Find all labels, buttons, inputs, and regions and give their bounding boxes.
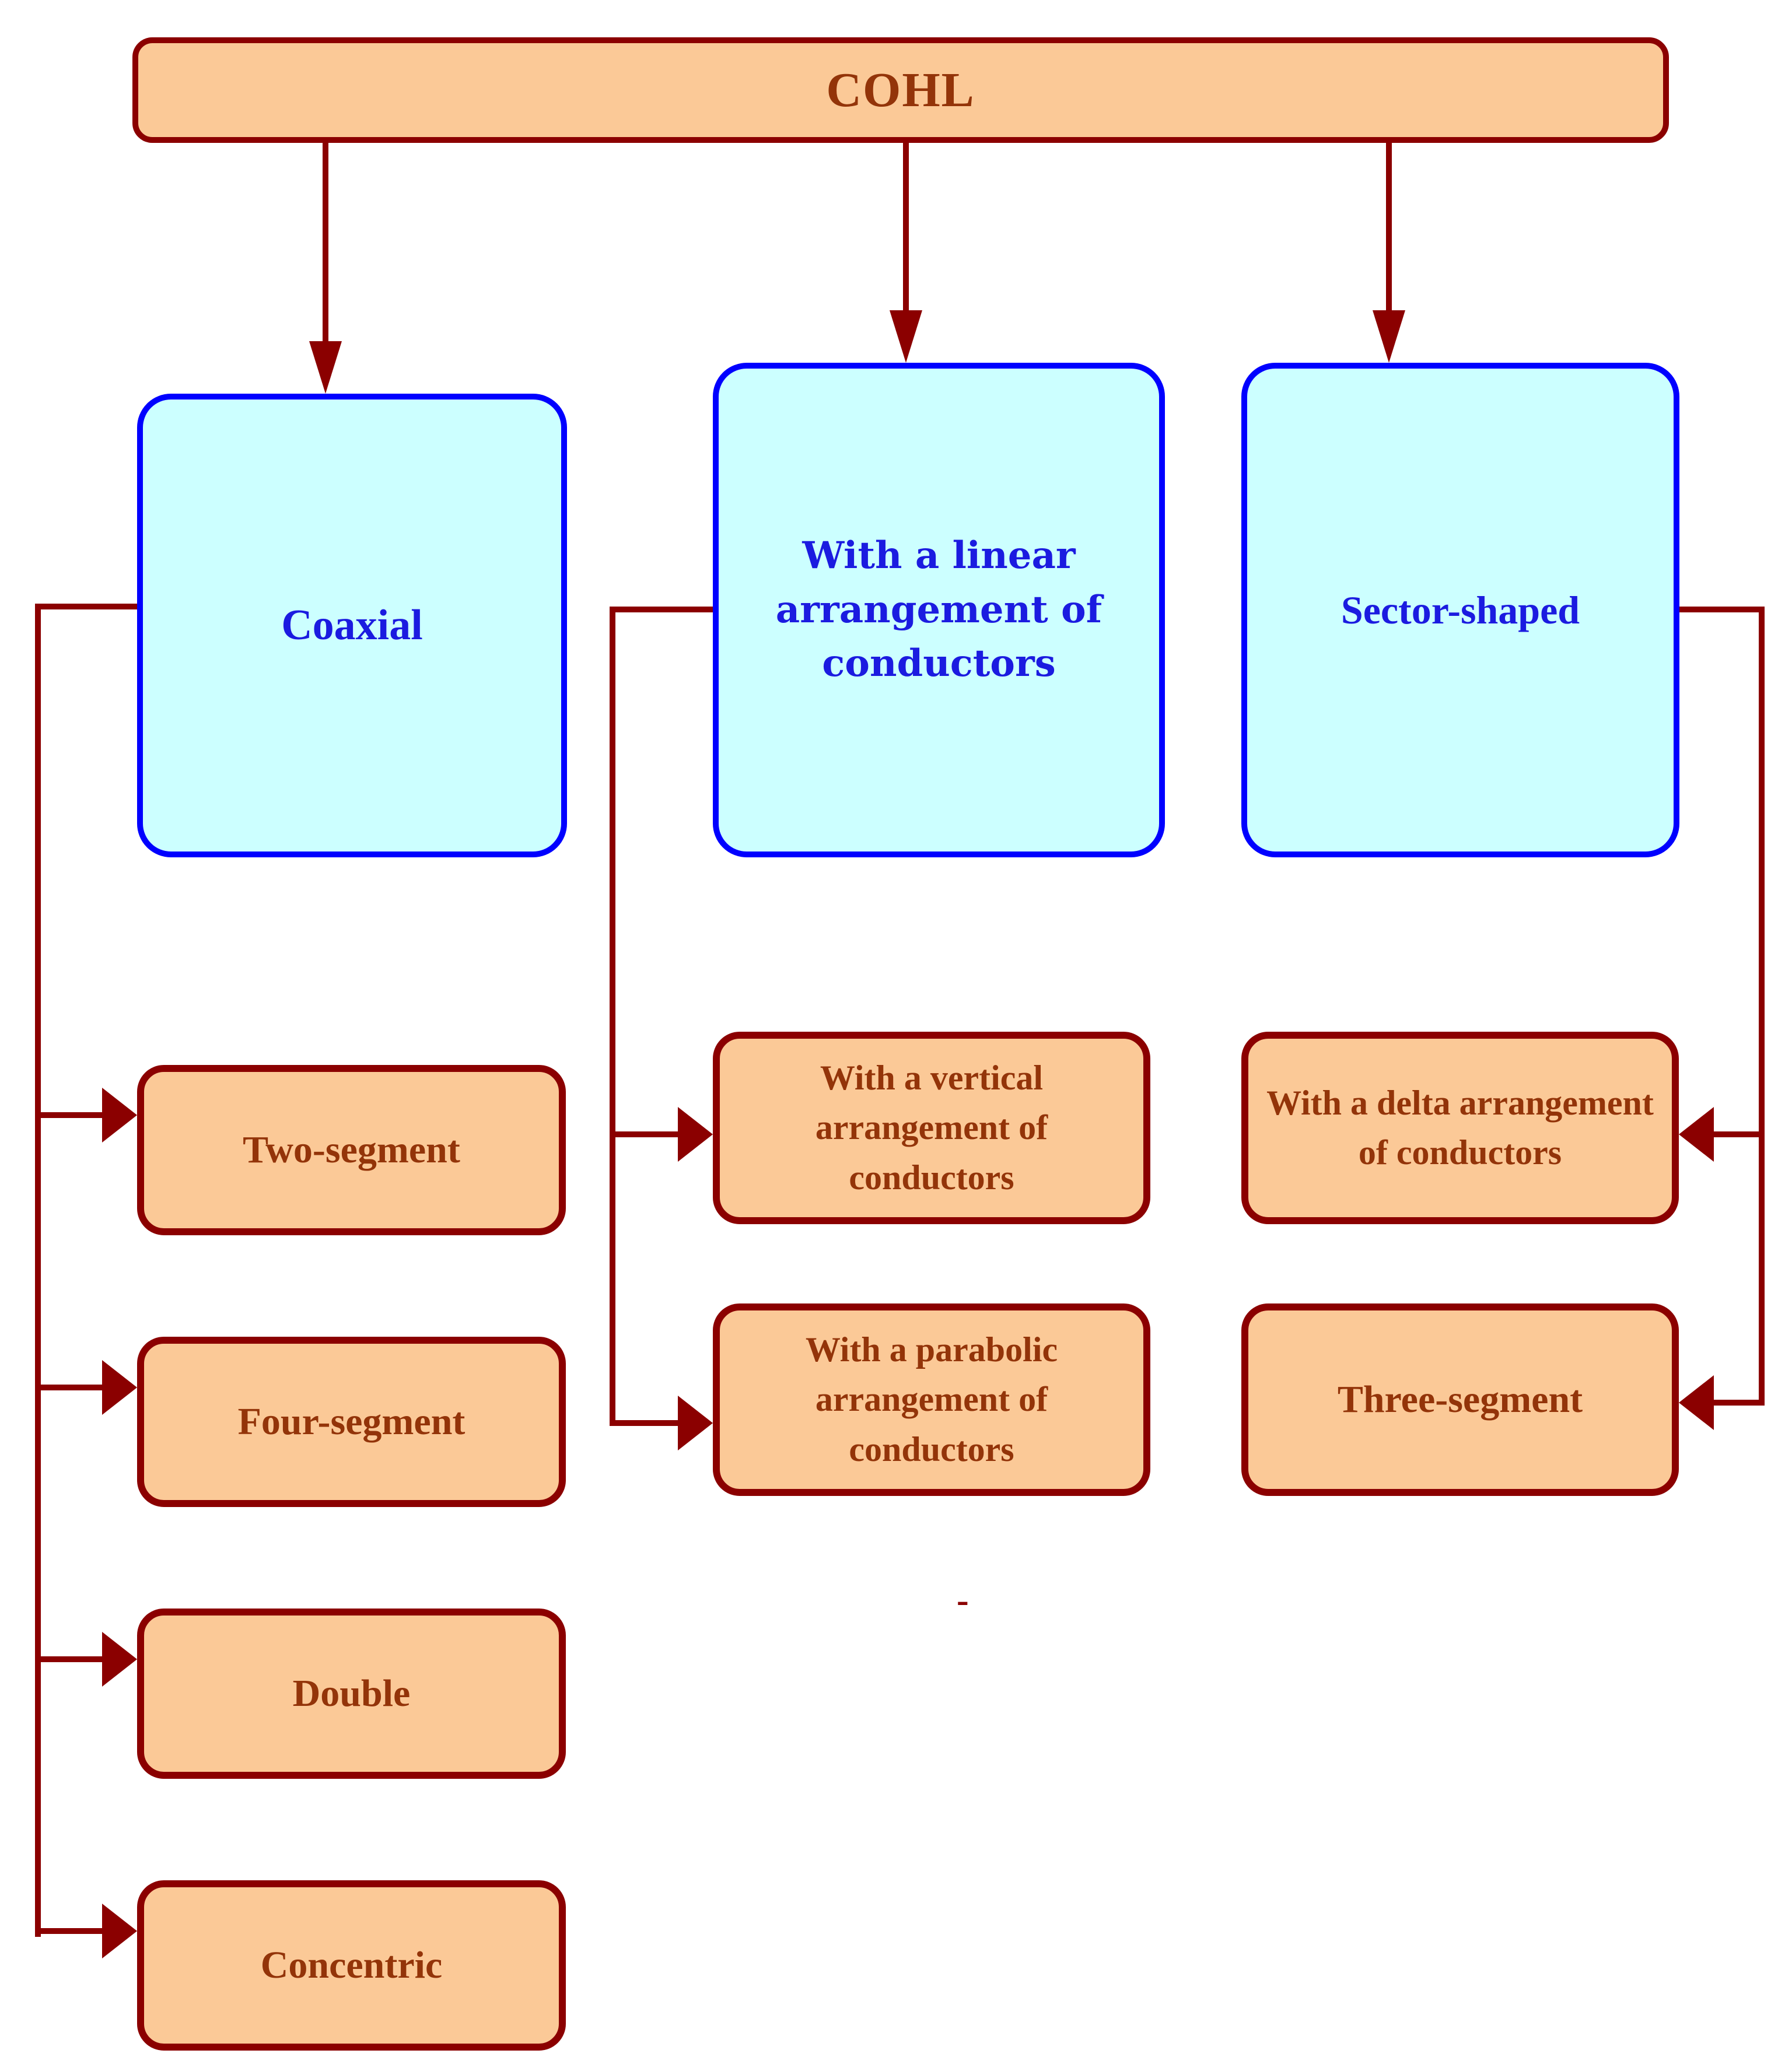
node-coaxial: Coaxial <box>137 394 567 857</box>
node-cohl-label: COHL <box>826 63 975 117</box>
connector-linear-trunk <box>610 607 615 1426</box>
connector-coaxial-branch-2-line <box>38 1385 102 1390</box>
node-sector-shaped-label: Sector-shaped <box>1340 587 1580 632</box>
node-two-segment-label: Two-segment <box>243 1129 460 1171</box>
connector-coaxial-trunk <box>35 604 41 1937</box>
connector-coaxial-branch-4-line <box>38 1928 102 1934</box>
node-delta-arrangement: With a delta arrangement of conductors <box>1241 1032 1679 1224</box>
arrow-cohl-linear-shaft <box>903 143 909 312</box>
connector-linear-branch-1-arrowhead-icon <box>678 1107 713 1162</box>
node-three-segment-label: Three-segment <box>1337 1378 1583 1421</box>
stray-dash: - <box>957 1581 969 1620</box>
node-delta-arrangement-label: With a delta arrangement of conductors <box>1266 1083 1654 1172</box>
node-four-segment: Four-segment <box>137 1337 566 1507</box>
connector-sector-branch-2-line <box>1714 1400 1765 1406</box>
node-double: Double <box>137 1609 566 1779</box>
node-cohl: COHL <box>132 37 1669 143</box>
node-parabolic-arrangement-label: With a parabolic arrangement of conducto… <box>805 1330 1058 1469</box>
arrow-cohl-sector-shaft <box>1386 143 1392 312</box>
connector-sector-branch-1-line <box>1714 1131 1765 1137</box>
node-concentric-label: Concentric <box>260 1944 443 1986</box>
arrow-cohl-sector-head-icon <box>1373 310 1405 363</box>
connector-sector-trunk <box>1759 607 1765 1406</box>
connector-sector-branch-1-arrowhead-icon <box>1679 1107 1714 1162</box>
connector-coaxial-branch-1-arrowhead-icon <box>102 1088 137 1143</box>
node-two-segment: Two-segment <box>137 1065 566 1235</box>
connector-coaxial-branch-3-line <box>38 1656 102 1662</box>
connector-linear-branch-1-line <box>612 1131 678 1137</box>
connector-sector-branch-2-arrowhead-icon <box>1679 1375 1714 1430</box>
connector-coaxial-branch-2-arrowhead-icon <box>102 1360 137 1415</box>
connector-linear-branch-2-line <box>612 1420 678 1426</box>
connector-linear-branch-2-arrowhead-icon <box>678 1396 713 1450</box>
node-vertical-arrangement-label: With a vertical arrangement of conductor… <box>815 1059 1048 1197</box>
node-linear-arrangement-label: With a linear arrangement of conductors <box>775 533 1102 686</box>
node-concentric: Concentric <box>137 1880 566 2051</box>
node-coaxial-label: Coaxial <box>281 601 423 649</box>
node-double-label: Double <box>292 1672 411 1715</box>
node-sector-shaped: Sector-shaped <box>1241 363 1679 857</box>
node-vertical-arrangement: With a vertical arrangement of conductor… <box>713 1032 1150 1224</box>
connector-coaxial-branch-1-line <box>38 1112 102 1118</box>
node-four-segment-label: Four-segment <box>237 1400 466 1443</box>
connector-coaxial-elbow <box>38 604 137 609</box>
connector-coaxial-branch-4-arrowhead-icon <box>102 1904 137 1958</box>
arrow-cohl-coaxial-shaft <box>323 143 328 346</box>
connector-coaxial-branch-3-arrowhead-icon <box>102 1632 137 1687</box>
node-linear-arrangement: With a linear arrangement of conductors <box>713 363 1165 857</box>
arrow-cohl-linear-head-icon <box>890 310 922 363</box>
node-parabolic-arrangement: With a parabolic arrangement of conducto… <box>713 1303 1150 1496</box>
connector-sector-elbow <box>1679 607 1765 612</box>
connector-linear-elbow <box>612 607 713 612</box>
node-three-segment: Three-segment <box>1241 1303 1679 1496</box>
arrow-cohl-coaxial-head-icon <box>309 341 342 394</box>
